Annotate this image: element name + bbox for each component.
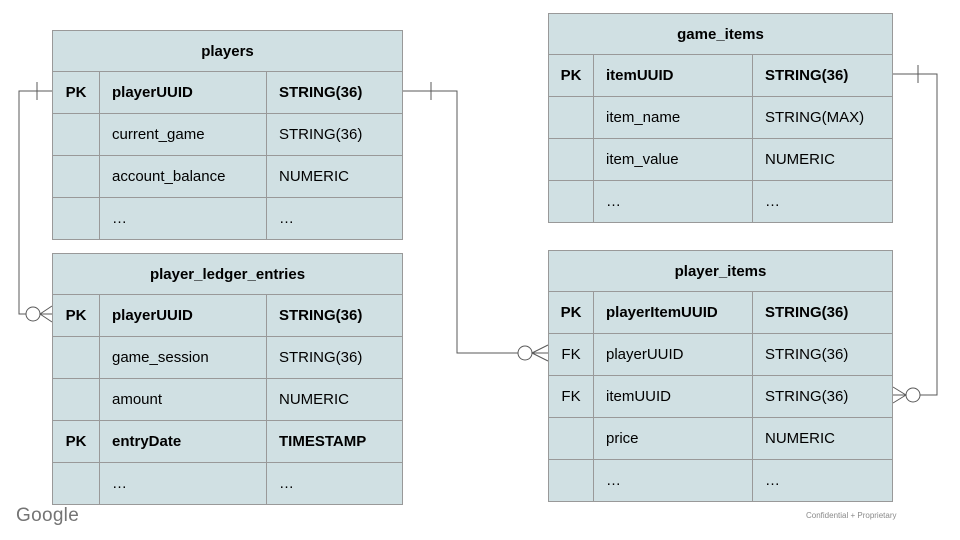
key-cell <box>53 463 99 504</box>
field-name-cell: amount <box>99 379 266 420</box>
field-name-cell: playerUUID <box>99 295 266 336</box>
field-type-cell: STRING(36) <box>752 55 892 96</box>
table-player-items: player_items PK playerItemUUID STRING(36… <box>548 250 893 502</box>
field-name-cell: entryDate <box>99 421 266 462</box>
field-type-cell: NUMERIC <box>266 156 402 197</box>
key-cell <box>53 337 99 378</box>
field-row: item_name STRING(MAX) <box>549 96 892 138</box>
table-players: players PK playerUUID STRING(36) current… <box>52 30 403 240</box>
field-type-cell: TIMESTAMP <box>266 421 402 462</box>
field-name-cell: … <box>99 463 266 504</box>
field-name-cell: playerUUID <box>99 72 266 113</box>
field-type-cell: STRING(36) <box>266 337 402 378</box>
field-row: … … <box>549 459 892 501</box>
key-cell: PK <box>560 304 582 321</box>
cardinality-zero-icon <box>905 387 921 403</box>
key-cell: FK <box>561 388 581 405</box>
field-type-cell: STRING(36) <box>266 114 402 155</box>
key-cell: PK <box>65 433 87 450</box>
field-name-cell: … <box>99 198 266 239</box>
field-row: … … <box>53 197 402 239</box>
field-name-cell: price <box>593 418 752 459</box>
field-row: FK playerUUID STRING(36) <box>549 333 892 375</box>
key-cell: PK <box>65 84 87 101</box>
connector-line <box>403 90 518 354</box>
field-name-cell: item_name <box>593 97 752 138</box>
field-row: current_game STRING(36) <box>53 113 402 155</box>
field-row: PK playerUUID STRING(36) <box>53 71 402 113</box>
field-row: item_value NUMERIC <box>549 138 892 180</box>
field-row: … … <box>53 462 402 504</box>
field-name-cell: … <box>593 181 752 222</box>
field-type-cell: STRING(MAX) <box>752 97 892 138</box>
field-type-cell: STRING(36) <box>266 295 402 336</box>
key-cell <box>549 418 593 459</box>
key-cell <box>53 379 99 420</box>
field-name-cell: … <box>593 460 752 501</box>
field-type-cell: … <box>752 181 892 222</box>
confidential-note: Confidential + Proprietary <box>806 511 897 520</box>
key-cell: FK <box>561 346 581 363</box>
field-row: account_balance NUMERIC <box>53 155 402 197</box>
field-type-cell: NUMERIC <box>752 418 892 459</box>
key-cell <box>53 156 99 197</box>
table-title: players <box>201 42 254 60</box>
key-cell <box>549 460 593 501</box>
field-row: PK entryDate TIMESTAMP <box>53 420 402 462</box>
field-name-cell: itemUUID <box>593 55 752 96</box>
field-type-cell: NUMERIC <box>266 379 402 420</box>
google-logo: Google <box>16 505 80 526</box>
field-type-cell: STRING(36) <box>266 72 402 113</box>
crow-foot-icon <box>39 305 53 323</box>
field-row: price NUMERIC <box>549 417 892 459</box>
key-cell <box>549 181 593 222</box>
crow-foot-icon <box>531 344 549 362</box>
relationship-players-ledger <box>18 82 53 323</box>
key-cell: PK <box>65 307 87 324</box>
connector-line <box>893 73 938 396</box>
key-cell: PK <box>560 67 582 84</box>
table-game-items: game_items PK itemUUID STRING(36) item_n… <box>548 13 893 223</box>
field-type-cell: STRING(36) <box>752 376 892 417</box>
field-row: PK itemUUID STRING(36) <box>549 54 892 96</box>
table-title: player_items <box>674 262 767 280</box>
field-name-cell: current_game <box>99 114 266 155</box>
crow-foot-icon <box>892 386 907 404</box>
field-name-cell: account_balance <box>99 156 266 197</box>
connector-line <box>18 90 52 315</box>
cardinality-zero-icon <box>25 306 41 322</box>
field-type-cell: STRING(36) <box>752 334 892 375</box>
field-name-cell: item_value <box>593 139 752 180</box>
field-type-cell: … <box>266 198 402 239</box>
table-title: player_ledger_entries <box>149 265 306 283</box>
table-player-ledger-entries: player_ledger_entries PK playerUUID STRI… <box>52 253 403 505</box>
cardinality-zero-icon <box>517 345 533 361</box>
field-row: PK playerItemUUID STRING(36) <box>549 291 892 333</box>
key-cell <box>53 198 99 239</box>
field-type-cell: NUMERIC <box>752 139 892 180</box>
field-type-cell: … <box>752 460 892 501</box>
key-cell <box>549 97 593 138</box>
field-row: FK itemUUID STRING(36) <box>549 375 892 417</box>
field-name-cell: playerUUID <box>593 334 752 375</box>
field-row: amount NUMERIC <box>53 378 402 420</box>
relationship-players-player-items <box>403 82 549 362</box>
table-title: game_items <box>677 25 764 43</box>
field-row: … … <box>549 180 892 222</box>
key-cell <box>549 139 593 180</box>
field-row: game_session STRING(36) <box>53 336 402 378</box>
field-name-cell: game_session <box>99 337 266 378</box>
key-cell <box>53 114 99 155</box>
relationship-game-items-player-items <box>892 65 938 404</box>
field-name-cell: playerItemUUID <box>593 292 752 333</box>
field-row: PK playerUUID STRING(36) <box>53 294 402 336</box>
field-type-cell: … <box>266 463 402 504</box>
field-name-cell: itemUUID <box>593 376 752 417</box>
field-type-cell: STRING(36) <box>752 292 892 333</box>
